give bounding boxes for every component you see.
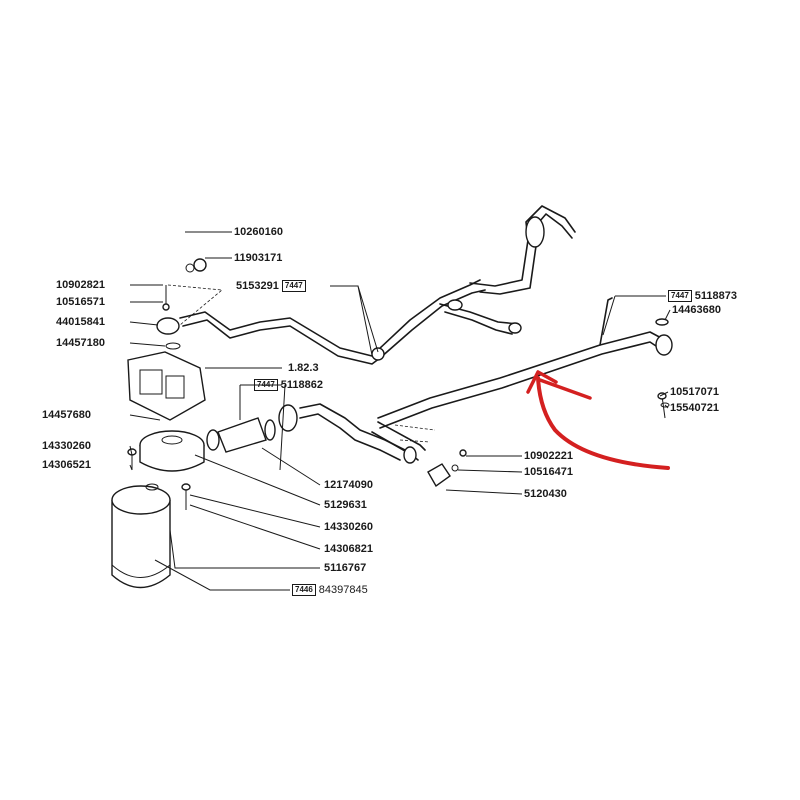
- box-7446: 7446: [292, 584, 316, 596]
- label-5129631: 5129631: [324, 499, 367, 511]
- right-long-pipe: [371, 297, 673, 461]
- upper-pipe-assembly: [179, 205, 576, 365]
- label-10516571: 10516571: [56, 296, 105, 308]
- label-5118862-number: 5118862: [280, 379, 324, 391]
- red-arrow-head: [526, 370, 592, 400]
- label-1-82-3: 1.82.3: [288, 362, 319, 374]
- lower-connecting-pipe: [278, 403, 417, 464]
- label-11903171: 11903171: [234, 252, 283, 264]
- box-7447-right: 7447: [668, 290, 692, 302]
- label-12174090: 12174090: [324, 479, 373, 491]
- label-14330260-left: 14330260: [42, 440, 91, 452]
- red-arrow-curve: [536, 376, 670, 470]
- label-5153291-number: 5153291: [236, 280, 279, 292]
- box-7447-mid: 7447: [254, 379, 278, 391]
- label-14306521: 14306521: [42, 459, 91, 471]
- leader-lines: [129, 231, 671, 591]
- label-15540721: 15540721: [670, 402, 719, 414]
- label-10516471: 10516471: [524, 466, 573, 478]
- oil-filter-assembly: [111, 258, 276, 589]
- label-10260160: 10260160: [234, 226, 283, 238]
- label-14330260: 14330260: [324, 521, 373, 533]
- label-10517071: 10517071: [670, 386, 719, 398]
- label-5118873-number: 5118873: [694, 290, 738, 302]
- label-14463680: 14463680: [672, 304, 721, 316]
- label-10902221: 10902221: [524, 450, 573, 462]
- label-5116767: 5116767: [324, 562, 367, 574]
- small-parts-right: [427, 392, 670, 488]
- label-14457180: 14457180: [56, 337, 105, 349]
- label-14457680: 14457680: [42, 409, 91, 421]
- red-annotation-arrow: [526, 370, 670, 470]
- label-14306821: 14306821: [324, 543, 373, 555]
- label-84397845-number: 84397845: [318, 584, 368, 596]
- label-5153291: 5153291 7447: [236, 280, 309, 293]
- box-7447-top: 7447: [281, 280, 306, 292]
- label-44015841: 44015841: [56, 316, 105, 328]
- label-10902821: 10902821: [56, 279, 105, 291]
- label-5120430: 5120430: [524, 488, 567, 500]
